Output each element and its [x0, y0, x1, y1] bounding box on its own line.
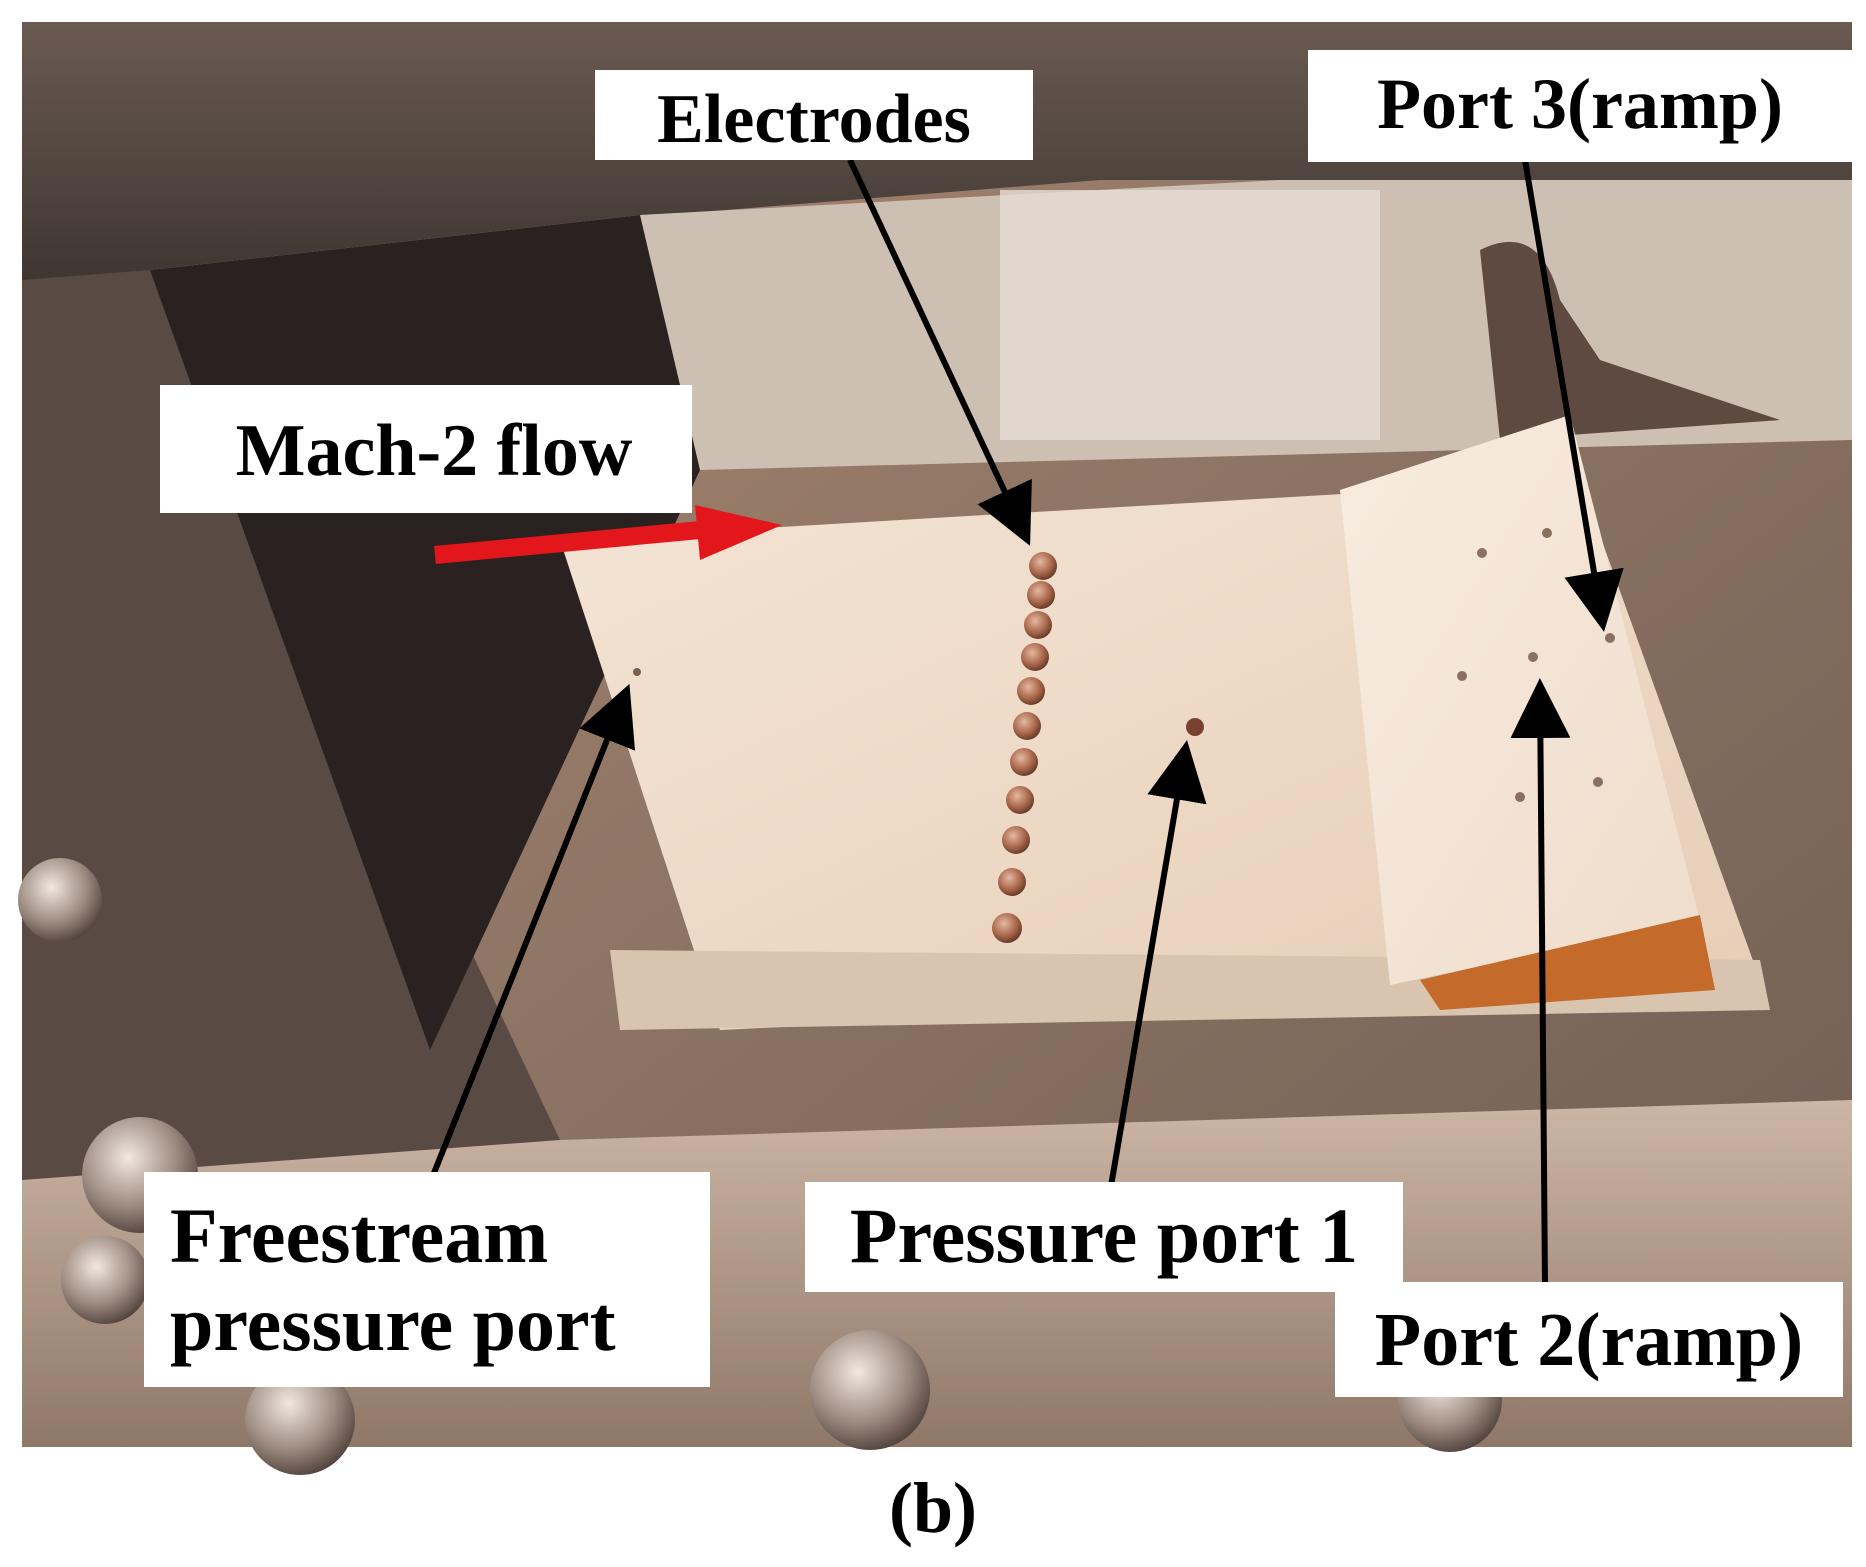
label-flow: Mach-2 flow: [160, 385, 692, 513]
label-port3-text: Port 3(ramp): [1377, 64, 1783, 144]
port3-pointer: [1522, 159, 1624, 632]
label-port2: Port 2(ramp): [1335, 1282, 1843, 1397]
bolt: [18, 858, 102, 942]
label-box: [1335, 1282, 1843, 1397]
label-freestream-line2: pressure port: [170, 1280, 616, 1367]
port-hole: [1605, 633, 1615, 643]
electrode: [1006, 786, 1034, 814]
figure-caption: (b): [889, 1468, 977, 1548]
electrode: [1002, 826, 1030, 854]
port2-pointer: [1510, 678, 1571, 1286]
flow-arrow-shaft: [434, 521, 701, 564]
port-hole: [1542, 528, 1552, 538]
bolt: [810, 1330, 930, 1450]
label-electrodes: Electrodes: [595, 70, 1033, 160]
pointer-arrows: [429, 158, 1624, 1286]
flow-arrow-head: [695, 505, 782, 560]
electrode: [1017, 677, 1045, 705]
ramp-port-holes: [1457, 528, 1615, 802]
electrode: [1010, 748, 1038, 776]
pressure-port-1-hole: [1186, 718, 1204, 736]
electrode: [1029, 552, 1057, 580]
label-box: [595, 70, 1033, 160]
port-hole: [1528, 652, 1538, 662]
label-box: [1308, 50, 1852, 162]
electrodes-pointer: [847, 158, 1032, 546]
freestream-pointer: [429, 683, 636, 1180]
electrode: [998, 868, 1026, 896]
label-flow-text: Mach-2 flow: [236, 410, 633, 492]
ramp-underside: [1420, 915, 1715, 1010]
label-box: [805, 1182, 1403, 1292]
electrode: [1013, 712, 1041, 740]
bolt: [245, 1365, 355, 1475]
background-structure: [1000, 190, 1380, 440]
electrode: [1027, 581, 1055, 609]
label-freestream-line1: Freestream: [170, 1192, 548, 1279]
electrode: [992, 913, 1022, 943]
label-electrodes-text: Electrodes: [657, 81, 971, 158]
flow-arrow: [434, 505, 782, 564]
pressure-port1-pointer: [1107, 740, 1207, 1193]
label-pressure-port1-text: Pressure port 1: [850, 1192, 1358, 1279]
port-hole: [1593, 777, 1603, 787]
electrode: [1021, 643, 1049, 671]
port-hole: [1515, 792, 1525, 802]
label-port3: Port 3(ramp): [1308, 50, 1852, 162]
label-port2-text: Port 2(ramp): [1375, 1298, 1803, 1382]
freestream-port-hole: [633, 668, 641, 676]
port-hole: [1477, 548, 1487, 558]
bolt: [61, 1236, 149, 1324]
port-hole: [1457, 671, 1467, 681]
electrode-column: [992, 552, 1057, 943]
label-box: [144, 1172, 710, 1387]
background-silhouette: [1480, 241, 1780, 440]
label-pressure-port1: Pressure port 1: [805, 1182, 1403, 1292]
electrode: [1024, 611, 1052, 639]
label-box: [160, 385, 692, 513]
label-freestream: Freestream pressure port: [144, 1172, 710, 1387]
